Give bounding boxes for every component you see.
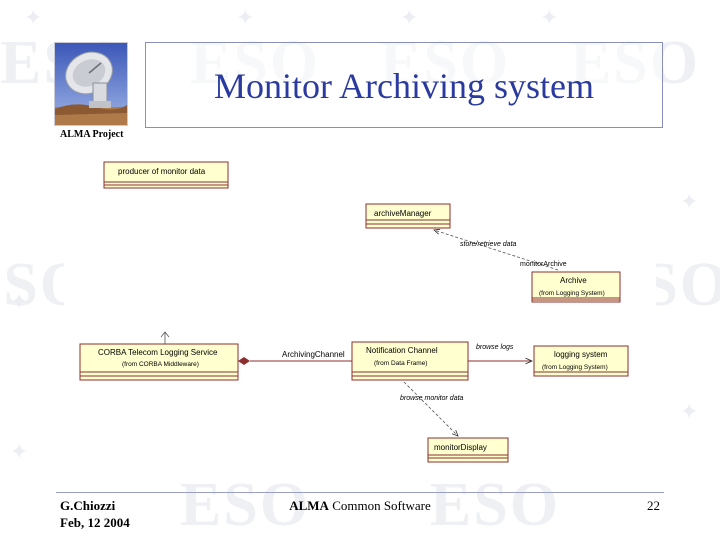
- role-label: monitorArchive: [520, 261, 567, 268]
- page-title: Monitor Archiving system: [214, 66, 594, 106]
- association-browse-monitor-data: browse monitor data: [400, 381, 464, 436]
- class-name: logging system: [554, 350, 608, 359]
- class-box-archive: Archive (from Logging System): [531, 271, 621, 303]
- uml-class-diagram: producer of monitor data archiveManager …: [64, 150, 656, 478]
- footer-author: G.Chiozzi: [60, 498, 116, 513]
- class-stereotype: (from CORBA Middleware): [122, 361, 199, 368]
- radio-telescope-antenna-icon: [54, 42, 128, 126]
- class-box-logging-system: logging system (from Logging System): [533, 345, 629, 377]
- star-icon: ✦: [24, 6, 43, 31]
- class-box-producer: producer of monitor data: [103, 161, 229, 189]
- star-icon: ✦: [680, 400, 699, 425]
- class-name: producer of monitor data: [118, 167, 206, 176]
- class-box-monitor-display: monitorDisplay: [427, 437, 509, 463]
- star-icon: ✦: [400, 6, 419, 31]
- class-name: Notification Channel: [366, 346, 438, 355]
- class-name: archiveManager: [374, 209, 432, 218]
- star-icon: ✦: [10, 440, 29, 465]
- role-label: ArchivingChannel: [282, 350, 345, 359]
- uml-diagram-svg: producer of monitor data archiveManager …: [79, 161, 629, 463]
- star-icon: ✦: [680, 190, 699, 215]
- footer-title-bold: ALMA: [289, 498, 329, 513]
- association-store-retrieve: store/retrieve data monitorArchive: [434, 230, 567, 271]
- star-icon: ✦: [540, 6, 559, 31]
- footer-date: Feb, 12 2004: [60, 515, 130, 530]
- association-label: browse monitor data: [400, 395, 464, 402]
- page-number: 22: [647, 498, 660, 513]
- class-name: monitorDisplay: [434, 443, 487, 452]
- class-stereotype: (from Logging System): [542, 364, 608, 371]
- association-browse-logs: browse logs: [468, 344, 532, 361]
- class-name: Archive: [560, 276, 587, 285]
- star-icon: ✦: [236, 6, 255, 31]
- class-stereotype: (from Data Frame): [374, 360, 427, 367]
- project-label: ALMA Project: [60, 129, 124, 140]
- association-archiving-channel: ArchivingChannel: [238, 350, 352, 365]
- footer-divider: [56, 492, 664, 493]
- star-icon: ✦: [10, 290, 29, 315]
- footer-title: ALMA Common Software: [0, 498, 720, 514]
- class-stereotype: (from Logging System): [539, 290, 605, 297]
- class-box-archive-manager: archiveManager: [365, 203, 451, 229]
- class-name: CORBA Telecom Logging Service: [98, 348, 218, 357]
- dependency-corba-up: [160, 331, 170, 344]
- class-box-notification-channel: Notification Channel (from Data Frame): [351, 341, 469, 381]
- title-box: Monitor Archiving system: [145, 42, 663, 128]
- association-label: store/retrieve data: [460, 241, 517, 248]
- association-label: browse logs: [476, 344, 514, 351]
- footer-title-rest: Common Software: [328, 498, 431, 513]
- class-box-corba-logging: CORBA Telecom Logging Service (from CORB…: [79, 343, 239, 381]
